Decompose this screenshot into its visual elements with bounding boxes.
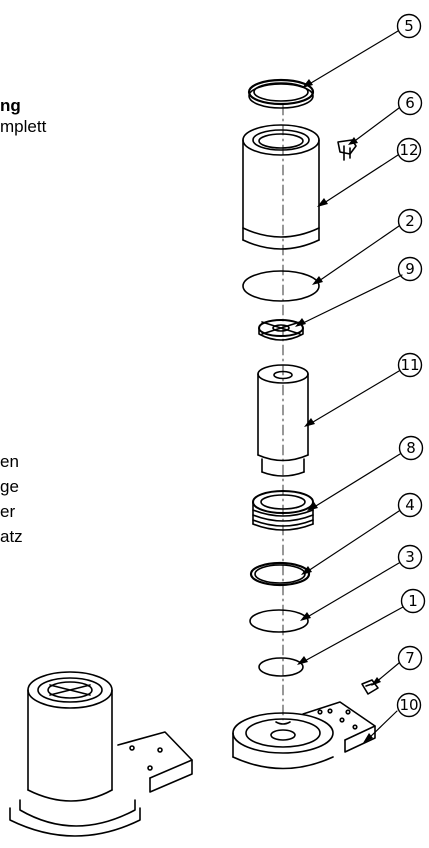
part-5-seal-ring <box>247 78 315 109</box>
part-12-housing <box>242 124 320 250</box>
leader-lines <box>298 30 404 741</box>
subheading-fragment: mplett <box>0 117 47 136</box>
callout-4-visible: 4 <box>405 496 415 514</box>
callout-12: 12 <box>399 141 418 159</box>
callout-8: 8 <box>406 439 416 457</box>
part-2-o-ring <box>242 270 320 302</box>
body-fragment-1: en <box>0 452 19 471</box>
part-9-cross-cap <box>258 319 304 341</box>
part-6-vent-screw <box>337 139 357 161</box>
heading-fragment: ng <box>0 96 21 115</box>
body-fragment-4: atz <box>0 527 23 546</box>
body-fragment-3: er <box>0 502 16 521</box>
callout-11: 11 <box>400 356 419 374</box>
callout-6: 6 <box>405 94 415 112</box>
assembled-view <box>9 671 193 837</box>
part-1-o-ring <box>258 657 304 677</box>
leader-arrowheads <box>295 79 381 743</box>
part-11-filter-element <box>257 364 309 477</box>
callout-2: 2 <box>405 212 415 230</box>
callout-5: 5 <box>404 17 414 35</box>
callout-7: 7 <box>405 649 415 667</box>
part-3-o-ring <box>249 609 309 633</box>
callout-1: 1 <box>408 592 418 610</box>
part-10-base <box>232 701 376 770</box>
callout-circles <box>396 13 426 718</box>
callout-3: 3 <box>405 548 415 566</box>
body-fragment-2: ge <box>0 477 19 496</box>
callout-10: 10 <box>399 696 418 714</box>
callout-numbers: 5 6 12 2 9 11 8 4 4 3 1 7 10 <box>399 17 419 714</box>
part-8-threaded-adapter <box>252 490 314 531</box>
callout-9: 9 <box>405 260 415 278</box>
part-4-ring <box>249 561 311 587</box>
part-7-plug <box>361 679 379 695</box>
